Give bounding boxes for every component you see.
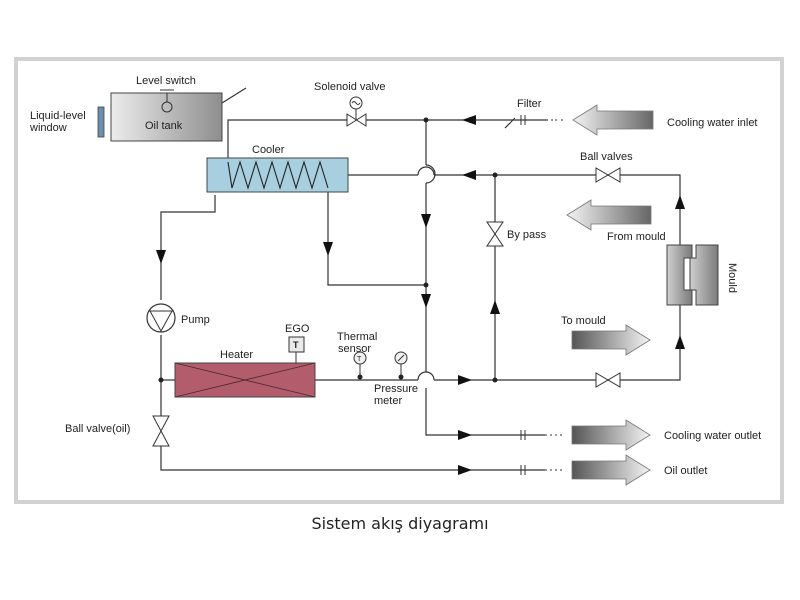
ball-valve-top (595, 167, 621, 183)
pressure-meter (394, 351, 408, 380)
pump (146, 303, 176, 333)
solenoid-valve (346, 96, 367, 127)
label-oil-outlet: Oil outlet (664, 465, 707, 477)
arrow-cooling-water-outlet (571, 419, 651, 451)
filter (504, 122, 511, 129)
flow-arrowheads (156, 115, 685, 475)
label-pump: Pump (181, 314, 210, 326)
label-pressure-meter-line1: Pressure (374, 383, 418, 395)
ego-device (288, 336, 305, 363)
oil-tank (110, 89, 223, 142)
label-oil-tank: Oil tank (145, 120, 183, 132)
mould (666, 244, 719, 306)
thermal-symbol: T (357, 356, 362, 363)
arrow-cooling-water-inlet (572, 104, 654, 136)
label-liquid-level-window-line1: Liquid-level (30, 110, 86, 122)
arrow-from-mould (566, 199, 652, 231)
label-cooling-water-inlet: Cooling water inlet (667, 117, 758, 129)
label-cooler: Cooler (252, 144, 285, 156)
label-to-mould: To mould (561, 315, 606, 327)
ball-valve-to-mould (595, 372, 621, 388)
label-ego: EGO (285, 323, 310, 335)
diagram-caption: Sistem akış diyagramı (311, 514, 489, 533)
label-level-switch: Level switch (136, 75, 196, 87)
label-thermal-sensor-line2: sensor (338, 343, 371, 355)
label-pressure-meter-line2: meter (374, 395, 402, 407)
label-filter: Filter (517, 98, 542, 110)
label-mould: Mould (726, 263, 738, 293)
junctions (158, 117, 498, 383)
label-ball-valve-oil: Ball valve(oil) (65, 423, 130, 435)
ball-valve-oil (152, 415, 170, 447)
label-by-pass: By pass (507, 229, 547, 241)
label-thermal-sensor-line1: Thermal (337, 331, 377, 343)
heater (174, 362, 316, 398)
arrow-to-mould (571, 324, 651, 356)
thermal-sensor (353, 351, 367, 380)
label-heater: Heater (220, 349, 253, 361)
arrow-oil-outlet (571, 454, 651, 486)
label-solenoid-valve: Solenoid valve (314, 81, 386, 93)
liquid-level-window (97, 106, 105, 138)
cooler (206, 157, 349, 193)
label-ball-valves: Ball valves (580, 151, 633, 163)
label-liquid-level-window-line2: window (29, 122, 67, 134)
label-cooling-water-outlet: Cooling water outlet (664, 430, 761, 442)
ego-symbol: T (293, 340, 299, 350)
label-from-mould: From mould (607, 231, 666, 243)
bypass-valve (486, 221, 504, 247)
